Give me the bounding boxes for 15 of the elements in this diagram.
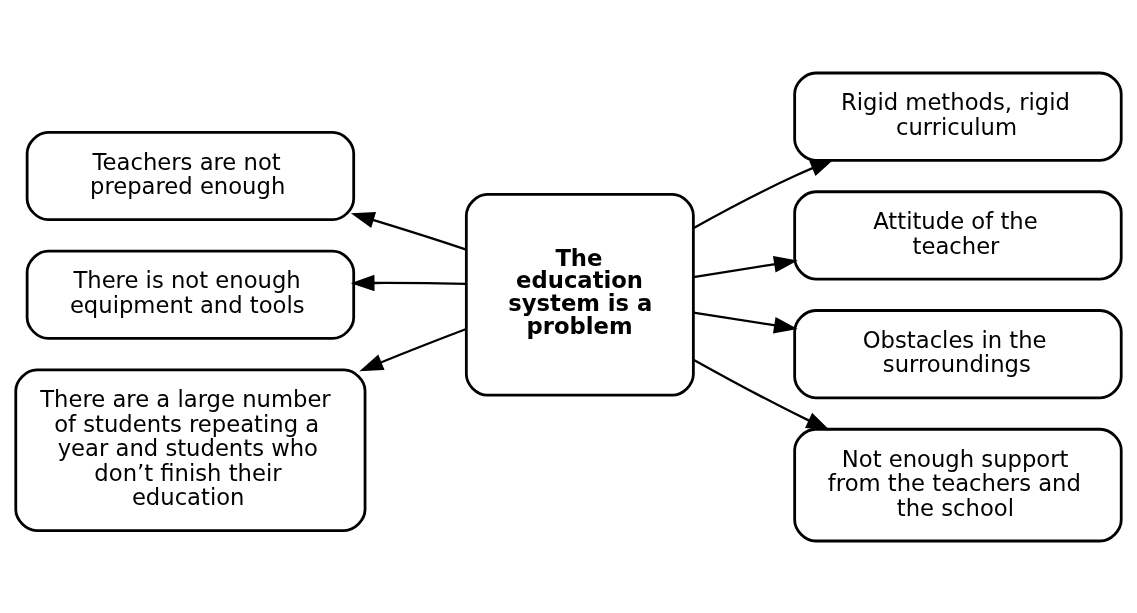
- arrow: [350, 274, 467, 291]
- arrow: [350, 211, 467, 251]
- arrow: [359, 327, 467, 371]
- node-box: The education system is a problem: [464, 192, 695, 397]
- node-box: Attitude of the teacher: [793, 189, 1123, 280]
- node-box: Not enough support from the teachers and the school: [793, 427, 1123, 542]
- arrow: [693, 358, 831, 431]
- node-box: Teachers are not prepared enough: [25, 130, 356, 221]
- node-box: Obstacles in the surroundings: [793, 308, 1123, 399]
- arrow: [693, 310, 798, 334]
- node-box: Rigid methods, rigid curriculum: [793, 71, 1123, 162]
- node-box: There is not enough equipment and tools: [25, 249, 356, 340]
- arrow: [693, 158, 835, 229]
- node-box: There are a large number of students repeating a year and students who don’t finish their education: [14, 367, 367, 532]
- arrow: [693, 255, 798, 278]
